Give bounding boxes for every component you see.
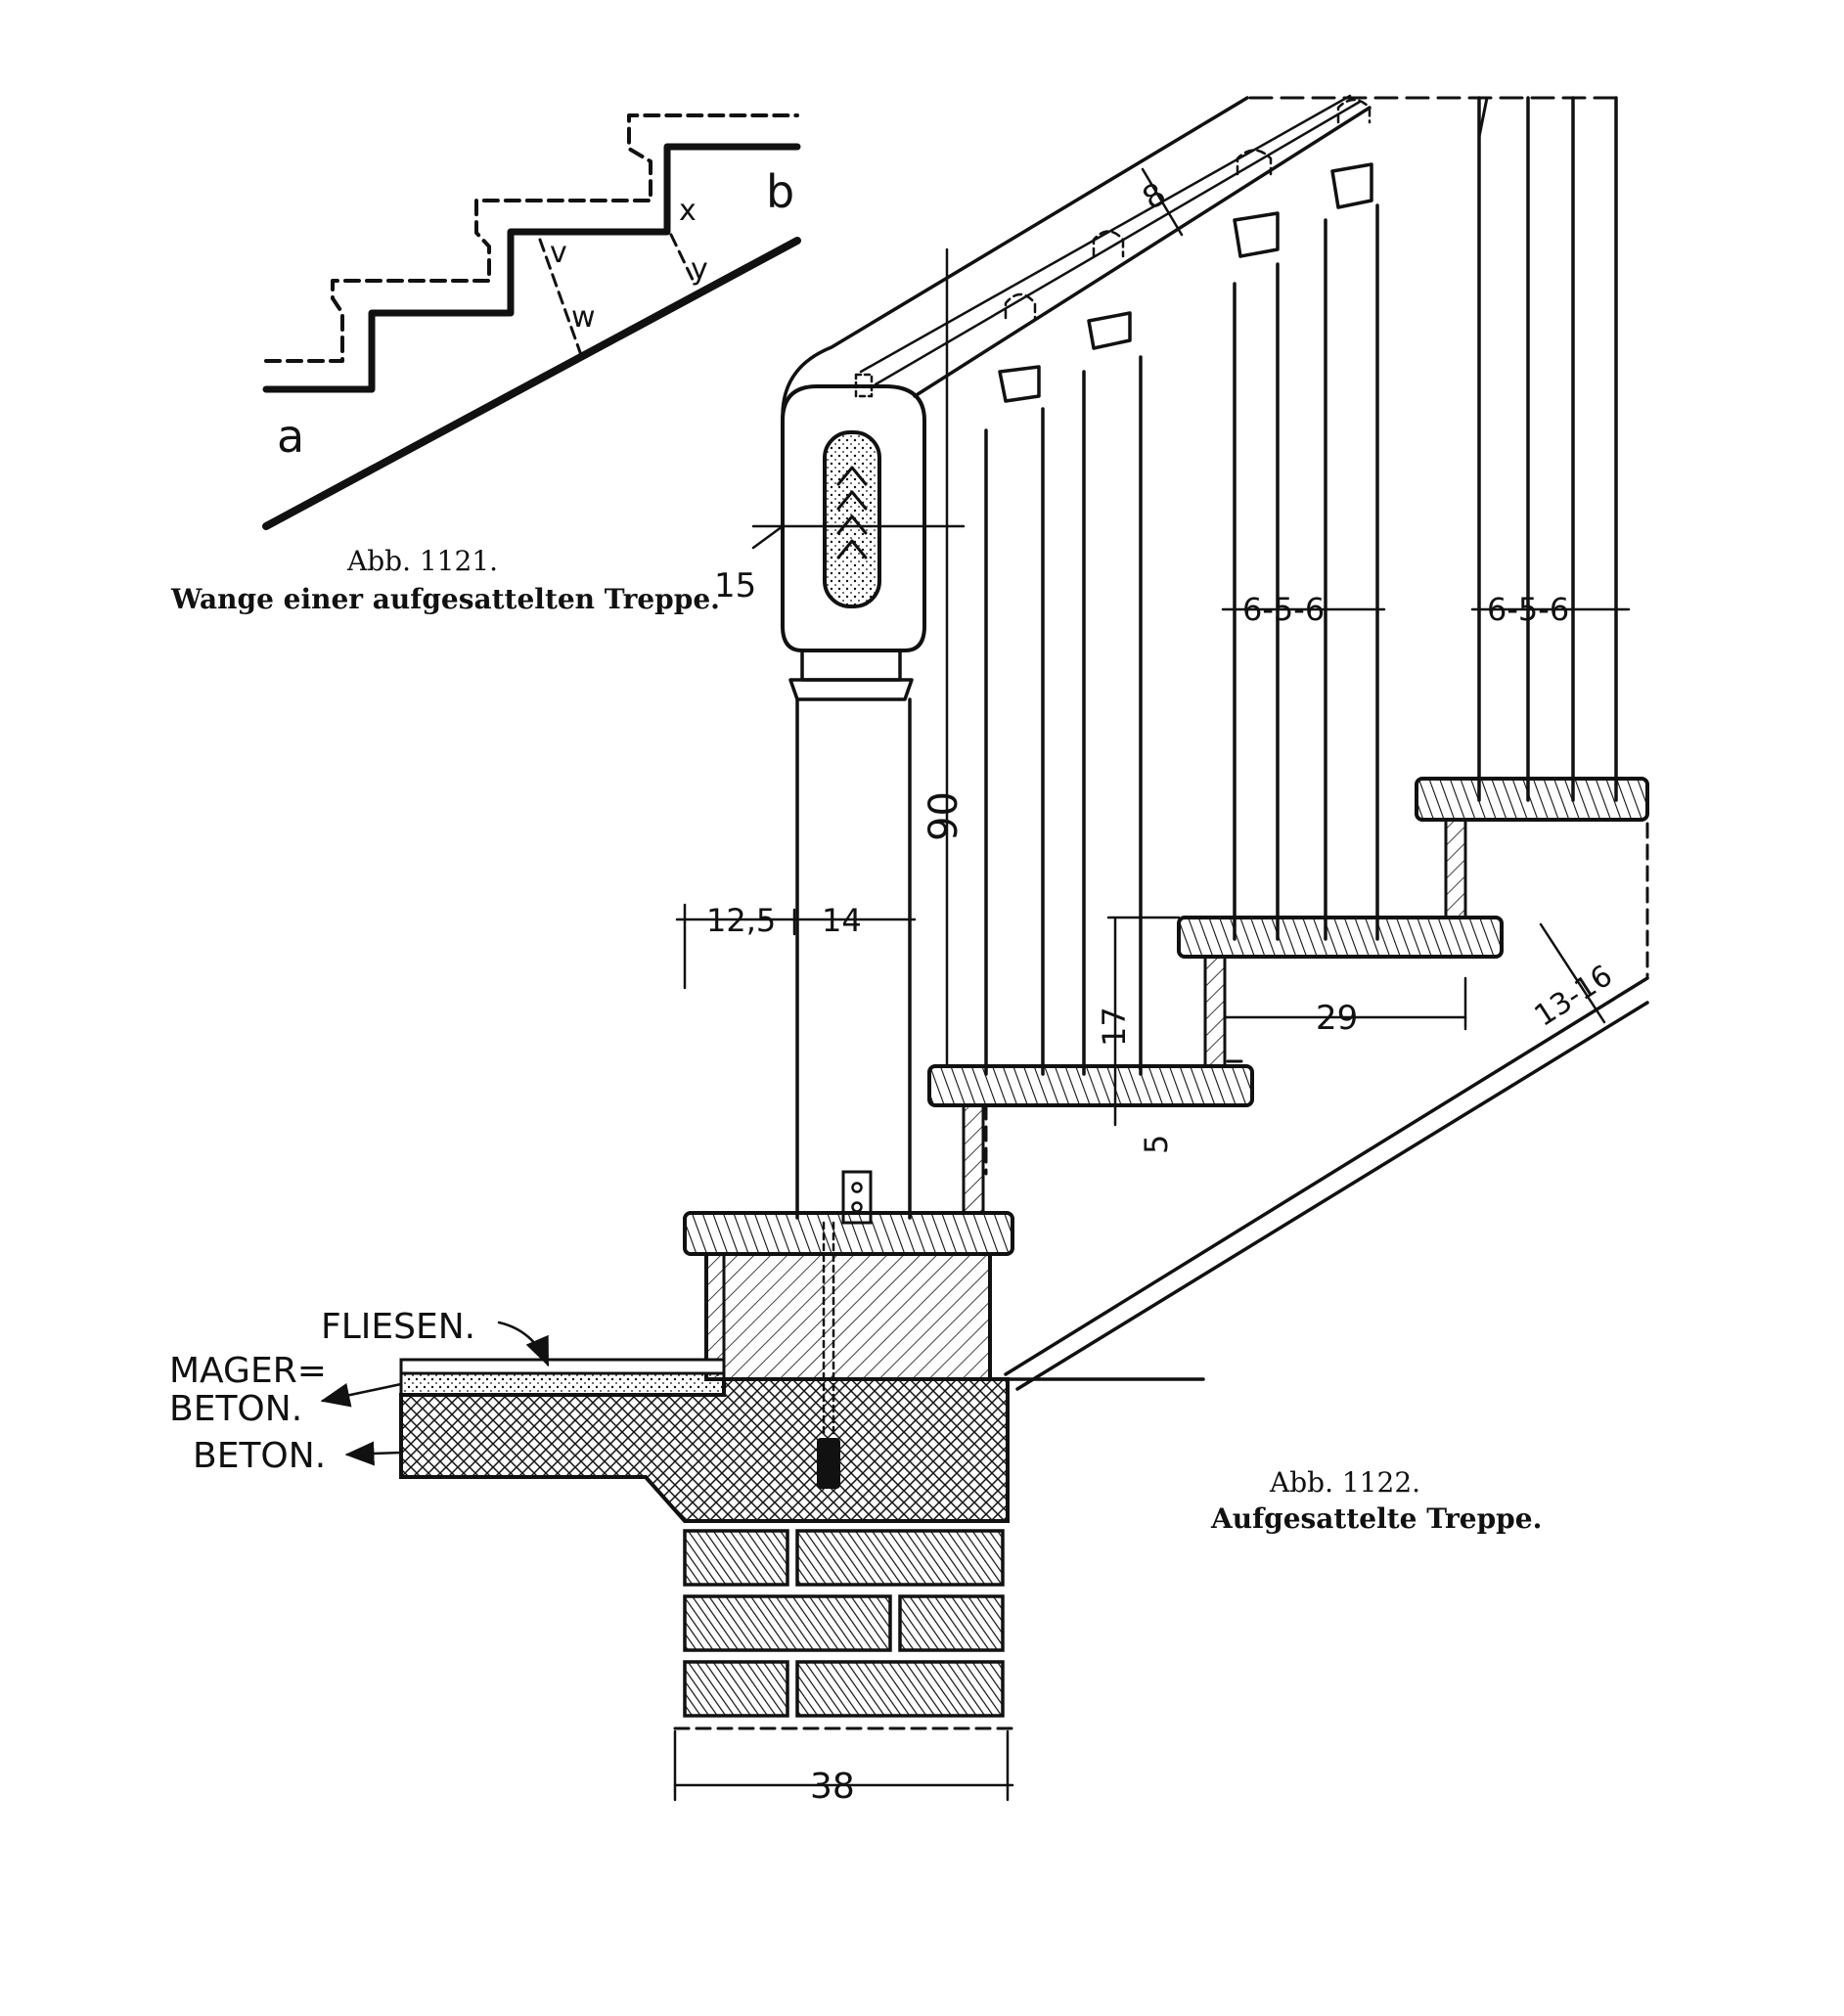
- line-y: [669, 233, 697, 286]
- baluster: [1571, 96, 1618, 802]
- tread-lower: [927, 1064, 1254, 1107]
- label-beton: BETON.: [193, 1436, 326, 1476]
- stringer-sawtooth-outline: [262, 143, 801, 393]
- label-fliesen: FLIESEN.: [321, 1307, 475, 1347]
- label-x: x: [679, 194, 697, 228]
- dimension-lines: [320, 167, 1631, 1802]
- baluster: [1324, 98, 1379, 941]
- dim-tread-depth: 29: [1316, 999, 1358, 1038]
- label-a: a: [277, 410, 304, 463]
- label-mager-line1: MAGER=: [169, 1351, 327, 1391]
- material-labels: FLIESEN. MAGER= BETON. BETON.: [169, 1307, 475, 1476]
- label-mager-line2: BETON.: [169, 1389, 302, 1429]
- label-y: y: [691, 252, 708, 287]
- tiles-layer: [399, 1358, 726, 1375]
- balusters: [984, 96, 1618, 1076]
- dim-base-left: 12,5: [706, 902, 776, 939]
- post-head-panel: [823, 430, 881, 608]
- stringer: [984, 800, 1649, 1391]
- caption-1121-title: Wange einer aufgesattelten Treppe.: [170, 583, 720, 615]
- newel-post: [795, 697, 912, 1225]
- floor-layers: [399, 1221, 1010, 1523]
- handrail: [781, 94, 1372, 462]
- treads: [683, 777, 1649, 1256]
- line-w: [538, 238, 583, 357]
- tread-top: [1415, 777, 1649, 822]
- label-w: w: [571, 300, 596, 335]
- baluster: [1233, 149, 1280, 941]
- caption-1122-number: Abb. 1122.: [1269, 1466, 1420, 1499]
- dim-baluster-right: 6-5-6: [1487, 591, 1569, 628]
- brick-wall: [673, 1529, 1014, 1730]
- label-v: v: [550, 236, 567, 270]
- label-b: b: [766, 165, 794, 218]
- tread-landing: [683, 1211, 1014, 1256]
- baluster: [1082, 230, 1143, 1076]
- landing-base: [704, 1252, 1205, 1381]
- concrete-foundation: [399, 1377, 1010, 1523]
- stringer-sawtooth-dashed: [264, 113, 799, 363]
- figure-1122: 8 15 90 12,5 14 6-5-6 6-5-6 17 5 29 13-1…: [169, 94, 1649, 1807]
- newel-post-head: [781, 373, 926, 701]
- dim-baluster-left: 6-5-6: [1242, 591, 1325, 628]
- tread-middle: [1177, 916, 1504, 959]
- dim-post-head: 15: [714, 566, 756, 605]
- figure-1121: a b v w x y Abb. 1121. Wange einer aufge…: [170, 113, 801, 615]
- dim-riser: 17: [1096, 1007, 1133, 1047]
- baluster: [1477, 96, 1530, 802]
- dim-base-post: 14: [822, 902, 862, 939]
- lean-concrete-layer: [399, 1371, 726, 1397]
- dim-foundation: 38: [810, 1767, 855, 1807]
- caption-1122-title: Aufgesattelte Treppe.: [1210, 1502, 1542, 1535]
- stone-block: [704, 1252, 992, 1381]
- caption-1121-number: Abb. 1121.: [346, 545, 498, 577]
- dim-height: 90: [922, 791, 967, 841]
- baluster: [984, 292, 1045, 1076]
- stringer-underside: [262, 237, 801, 530]
- dim-tread-thickness: 5: [1138, 1135, 1175, 1154]
